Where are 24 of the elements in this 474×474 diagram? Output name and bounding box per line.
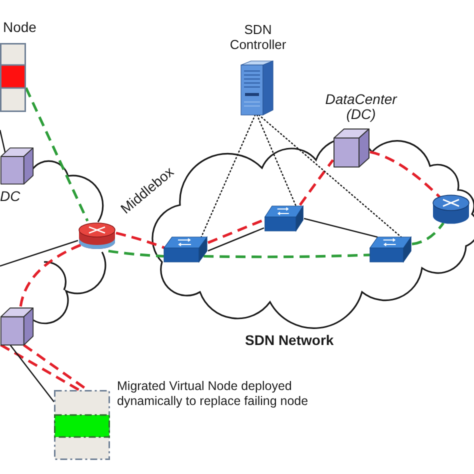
- node-label: Node: [3, 19, 36, 35]
- dashed-line: [0, 344, 80, 392]
- dotted-line: [258, 114, 402, 238]
- connector-line: [0, 240, 78, 267]
- dashed-line: [203, 254, 370, 258]
- dotted-line: [256, 114, 297, 207]
- dashed-line: [19, 244, 82, 308]
- dashed-line: [116, 232, 166, 250]
- dashed-line: [24, 87, 89, 222]
- node-label: DataCenter (DC): [324, 92, 398, 122]
- dashed-line: [298, 159, 334, 206]
- dashed-line: [412, 222, 444, 246]
- dotted-line: [200, 114, 256, 238]
- connector-line: [208, 227, 264, 252]
- connector-line: [304, 218, 378, 238]
- caption-text: Migrated Virtual Node deployed dynamically to replace failing node: [117, 379, 310, 409]
- connector-line: [10, 344, 55, 402]
- connector-line: [0, 130, 6, 152]
- dashed-line: [108, 250, 164, 258]
- node-label: DC: [0, 188, 20, 204]
- dashed-line: [370, 150, 440, 198]
- node-label: SDN Controller: [228, 22, 288, 52]
- dashed-line: [208, 218, 264, 244]
- network-label: SDN Network: [245, 332, 334, 348]
